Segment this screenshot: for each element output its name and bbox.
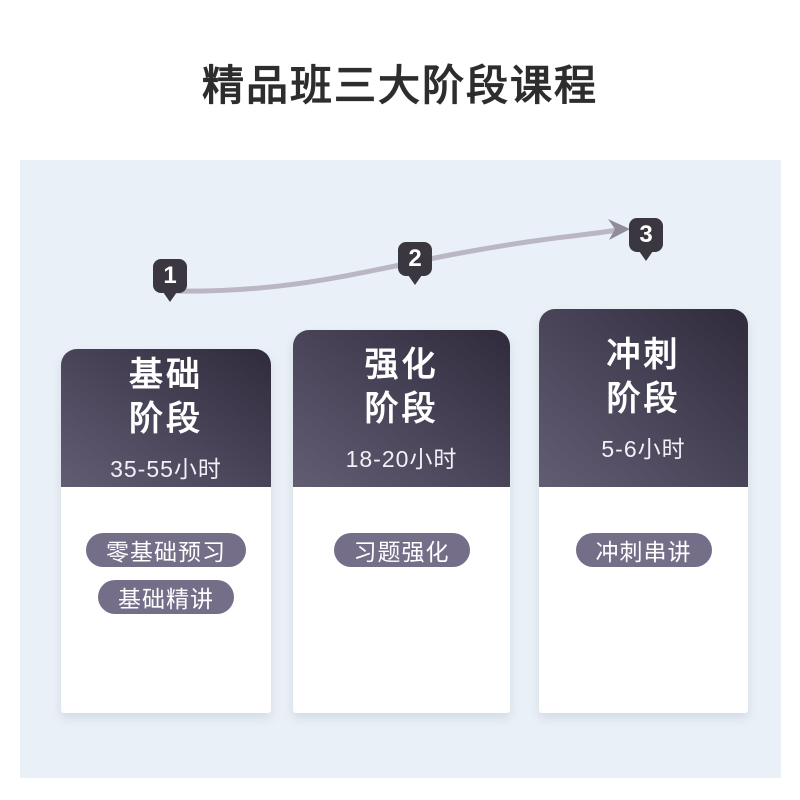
card-body: 习题强化 bbox=[293, 487, 510, 567]
stage-title-line1: 基础 bbox=[129, 355, 203, 394]
course-tag: 冲刺串讲 bbox=[575, 533, 712, 567]
marker-number: 2 bbox=[408, 245, 422, 272]
stage-hours: 35-55小时 bbox=[110, 455, 222, 482]
marker-pointer-icon bbox=[408, 275, 422, 285]
marker-pointer-icon bbox=[639, 251, 653, 261]
stage-card-foundation: 基础 阶段 35-55小时 零基础预习 基础精讲 bbox=[61, 349, 271, 713]
page-title: 精品班三大阶段课程 bbox=[201, 62, 598, 109]
stage-title: 基础 阶段 bbox=[129, 353, 203, 441]
stage-marker-1: 1 bbox=[153, 259, 187, 302]
card-body: 零基础预习 基础精讲 bbox=[61, 487, 271, 614]
stage-title-line1: 强化 bbox=[364, 346, 439, 384]
stage-hours: 18-20小时 bbox=[345, 446, 458, 472]
stage-title: 冲刺 阶段 bbox=[607, 333, 681, 421]
marker-number: 1 bbox=[163, 262, 177, 289]
card-header: 冲刺 阶段 5-6小时 bbox=[539, 309, 748, 487]
course-tag: 习题强化 bbox=[333, 533, 470, 567]
stage-title-line2: 阶段 bbox=[129, 399, 203, 438]
marker-number: 3 bbox=[639, 221, 653, 248]
card-body: 冲刺串讲 bbox=[539, 487, 748, 567]
stage-title-line2: 阶段 bbox=[364, 390, 439, 428]
course-tag: 基础精讲 bbox=[98, 580, 234, 614]
card-header: 基础 阶段 35-55小时 bbox=[61, 349, 271, 487]
stage-title: 强化 阶段 bbox=[365, 343, 439, 431]
card-header: 强化 阶段 18-20小时 bbox=[293, 330, 510, 487]
stage-card-strengthen: 强化 阶段 18-20小时 习题强化 bbox=[293, 330, 510, 713]
stage-title-line1: 冲刺 bbox=[606, 335, 681, 374]
stage-title-line2: 阶段 bbox=[606, 379, 681, 418]
stage-hours: 5-6小时 bbox=[601, 435, 686, 462]
course-tag: 零基础预习 bbox=[86, 533, 246, 567]
stage-card-sprint: 冲刺 阶段 5-6小时 冲刺串讲 bbox=[539, 309, 748, 713]
stage-marker-2: 2 bbox=[398, 242, 432, 285]
marker-pointer-icon bbox=[163, 292, 177, 302]
stage-marker-3: 3 bbox=[629, 218, 663, 261]
